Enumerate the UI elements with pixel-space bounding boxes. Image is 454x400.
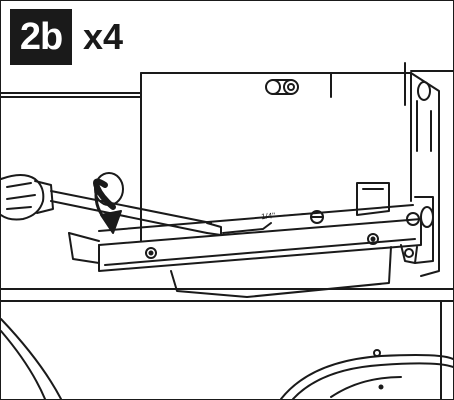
clockwise-arrow-icon (93, 172, 124, 234)
keyhole-slot (265, 79, 299, 95)
mounting-strap (98, 204, 422, 298)
bracket-clip (356, 182, 390, 216)
strap-marking: — — 1/4" — — — (240, 208, 306, 223)
screwdriver (1, 174, 222, 264)
junction-box (140, 62, 440, 277)
step-number-badge: 2b (10, 9, 72, 65)
ceiling-housing (1, 70, 453, 399)
fan-grille (280, 349, 453, 399)
repeat-count: x4 (83, 16, 124, 57)
